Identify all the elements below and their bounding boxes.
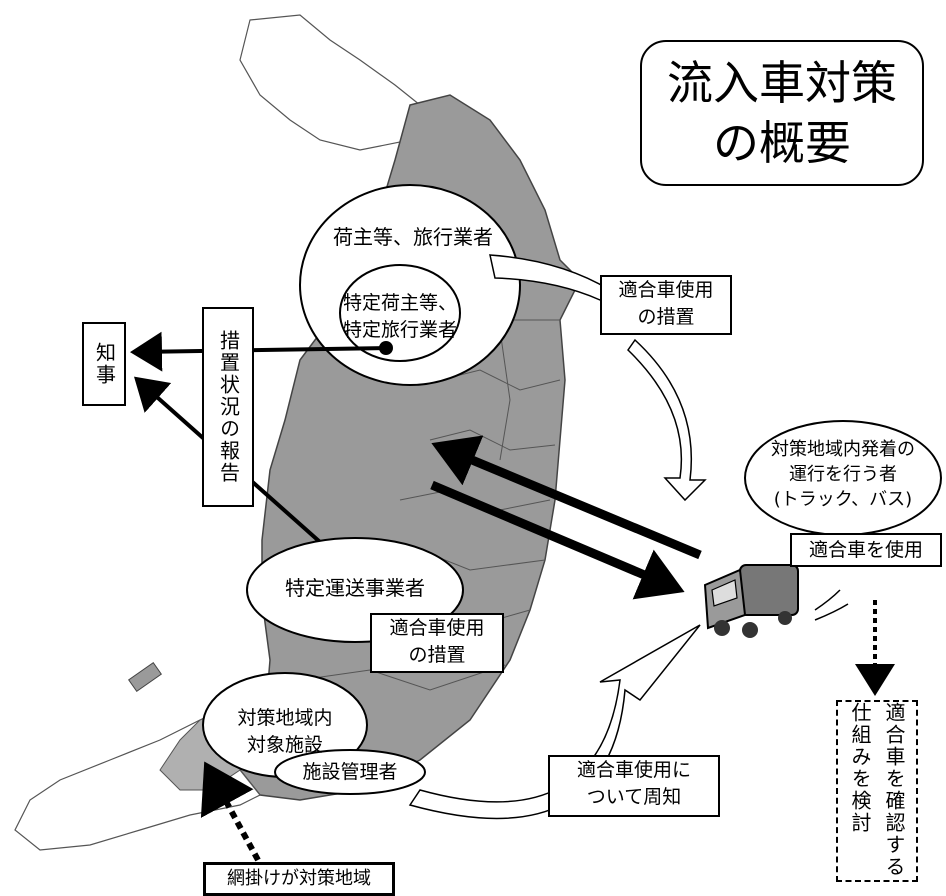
specific-shippers-line-1: 特定荷主等、 [342,292,457,314]
operators-line-3: (トラック、バス) [773,489,913,510]
outflow-arrow [430,480,685,600]
curved-arrow-bottom [408,624,701,820]
label-shippers: 荷主等、旅行業者 [333,225,493,249]
truck-icon [703,564,849,638]
label-operators: 対策地域内発着の 運行を行う者 (トラック、バス) [757,437,929,512]
measures-mid-line-2: の措置 [408,644,466,666]
dotted-arrow-legend [200,761,261,862]
title-line-2: の概要 [713,116,851,170]
label-facility-manager: 施設管理者 [302,761,398,783]
report-arrow-top [130,331,387,372]
notice-line-1: 適合車使用に [576,759,691,781]
box-use-compliant: 適合車を使用 [790,533,942,567]
box-measures-top: 適合車使用 の措置 [600,275,732,335]
curved-arrow-right [627,338,707,502]
map-island [128,661,162,693]
box-measures-mid: 適合車使用 の措置 [370,613,504,673]
box-notice: 適合車使用に ついて周知 [548,755,720,817]
box-verify: 適合車を確認する仕組みを検討 [836,700,918,882]
measures-top-line-1: 適合車使用 [618,279,714,301]
operators-line-2: 運行を行う者 [789,464,897,485]
label-facility: 対策地域内 対象施設 [215,705,355,759]
facility-manager-ellipse [274,749,426,795]
measures-top-line-2: の措置 [637,306,695,328]
inflow-arrow [431,435,702,560]
map-north-outside-region [239,14,421,151]
specific-shippers-line-2: 特定旅行業者 [342,319,457,341]
facility-line-1: 対策地域内 [237,707,333,729]
diagram-title: 流入車対策 の概要 [640,40,924,186]
notice-line-2: ついて周知 [586,786,682,808]
label-specific-shippers: 特定荷主等、 特定旅行業者 [340,290,460,344]
report-dot-top [379,341,393,355]
title-line-1: 流入車対策 [667,56,897,110]
box-governor: 知事 [82,322,126,406]
facility-line-2: 対象施設 [246,734,323,756]
measures-mid-line-1: 適合車使用 [389,617,485,639]
legend-box: 網掛けが対策地域 [203,862,395,896]
specific-shippers-ellipse [339,264,461,362]
label-specific-carrier: 特定運送事業者 [285,576,425,600]
operators-line-1: 対策地域内発着の [771,439,915,460]
box-report: 措置状況の報告 [202,307,254,507]
